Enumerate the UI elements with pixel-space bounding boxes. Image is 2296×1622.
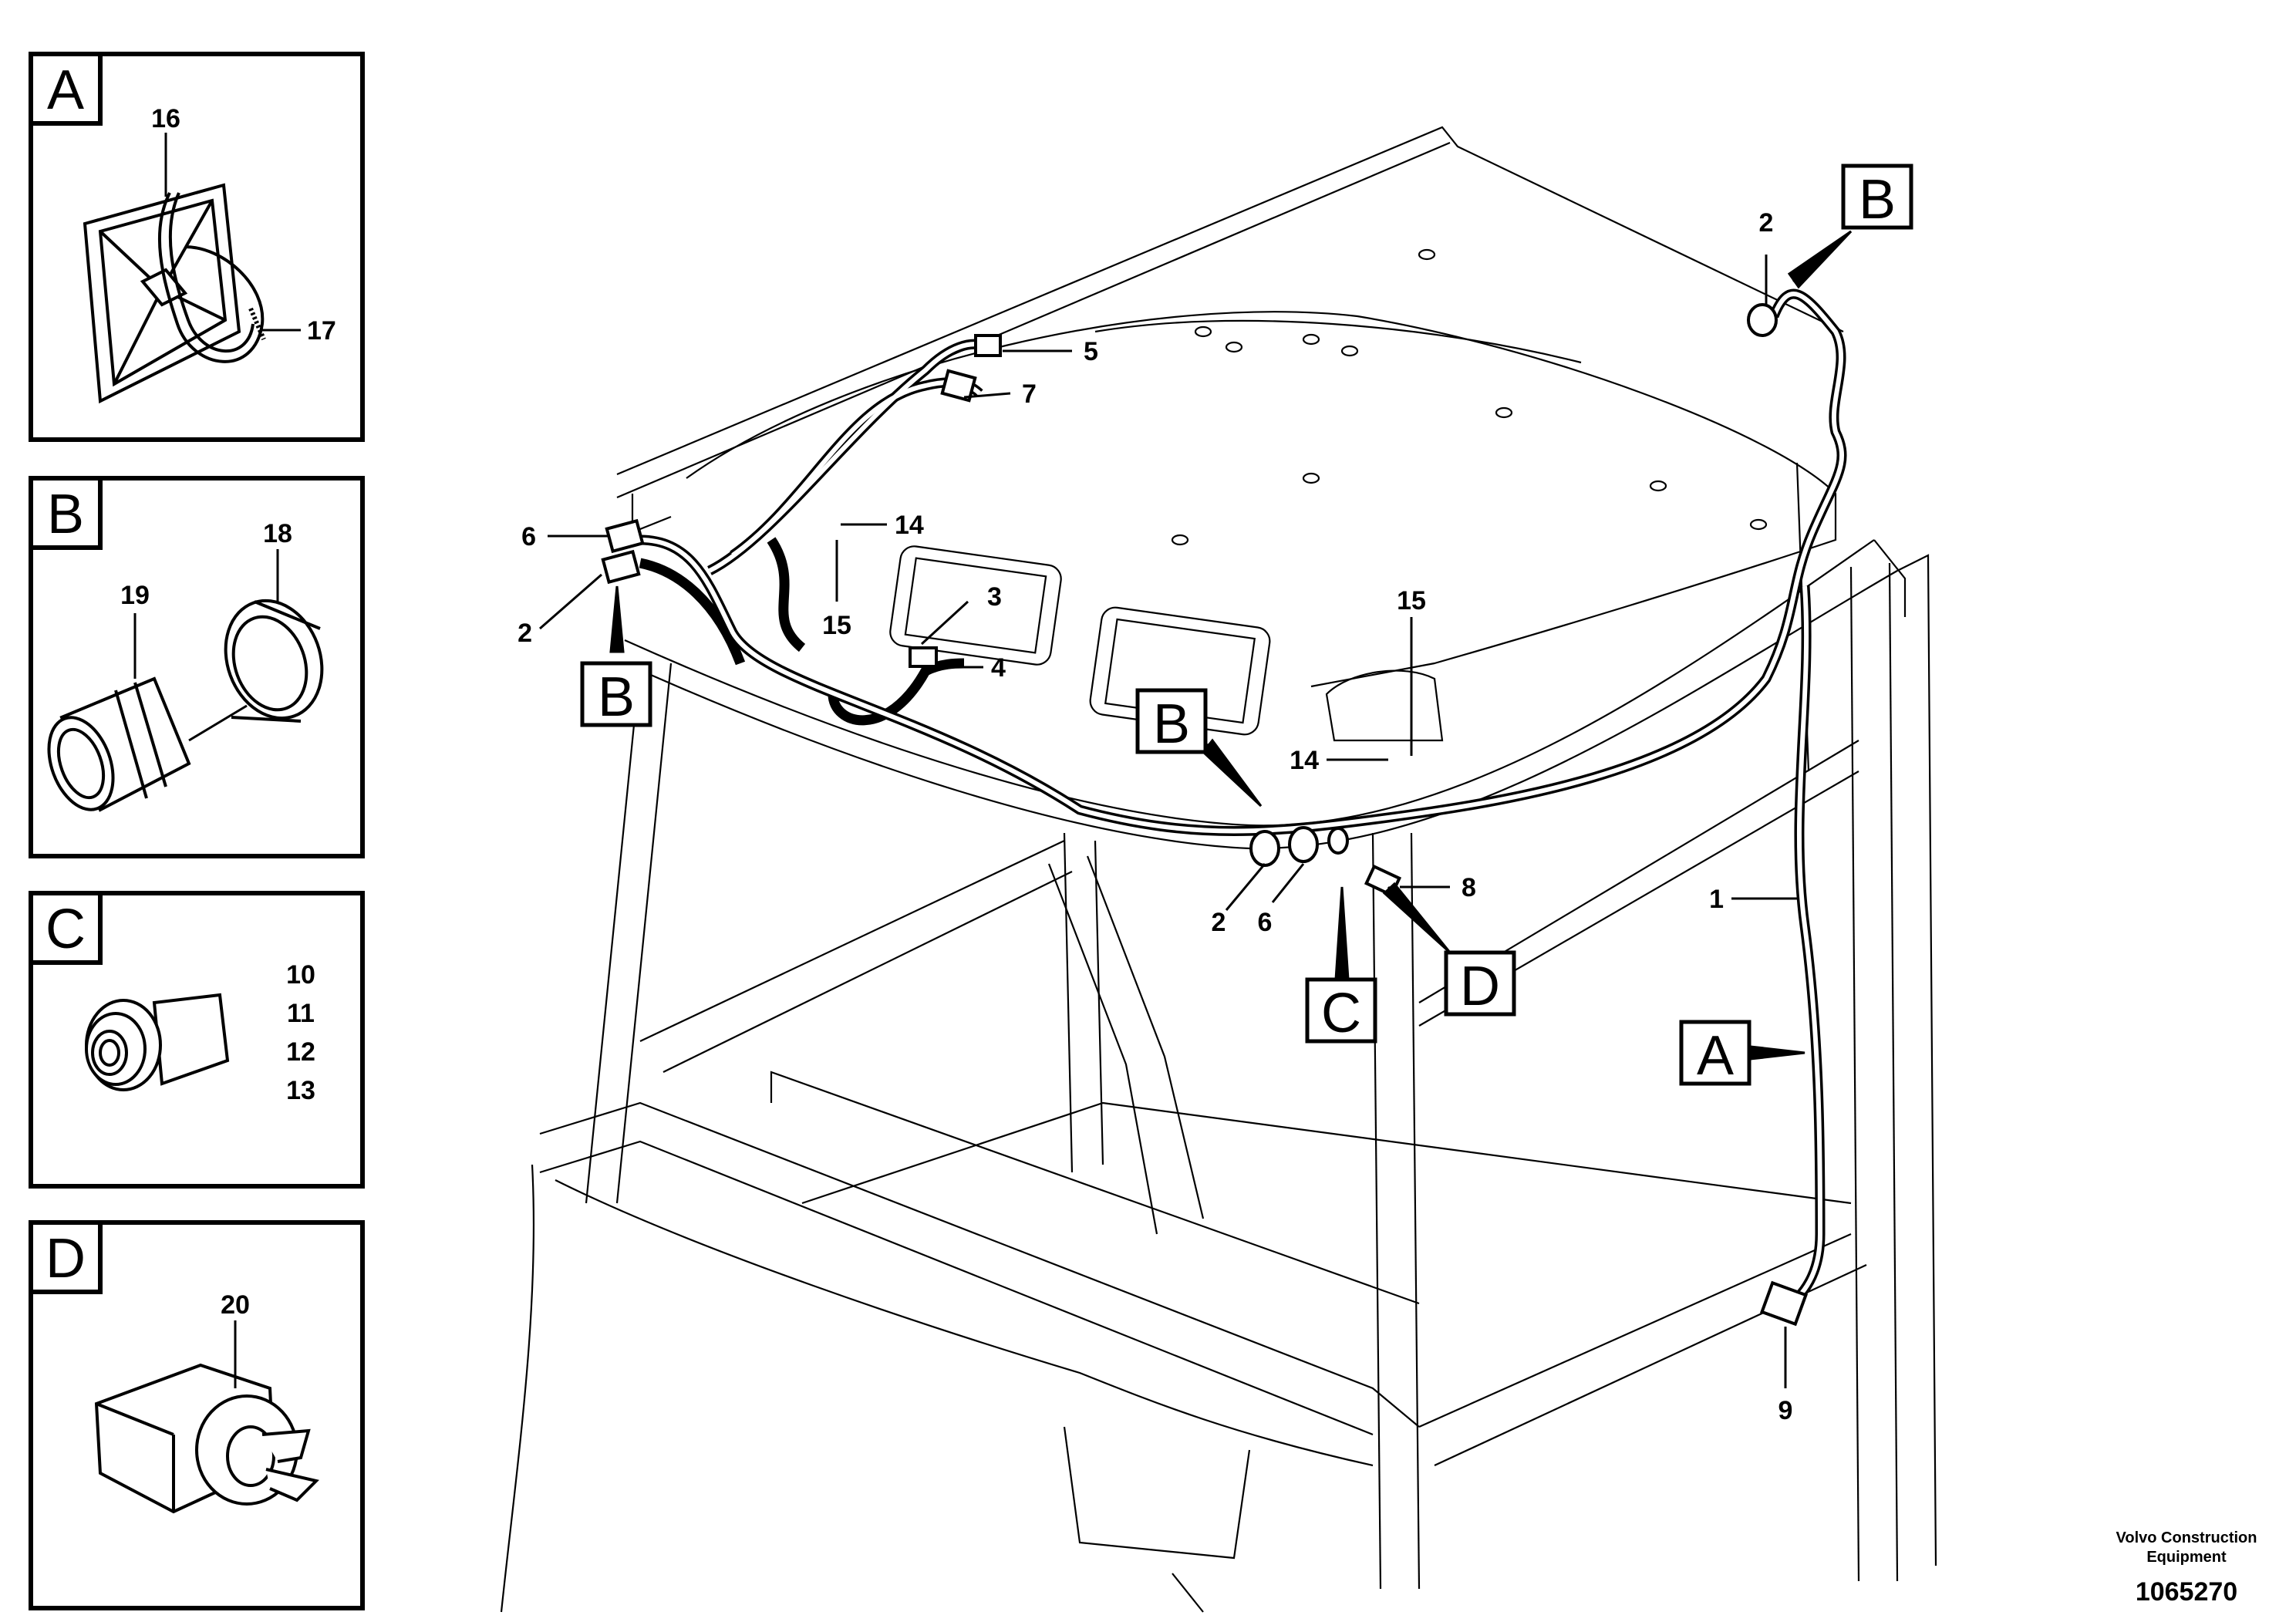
part-label-20: 20: [221, 1290, 250, 1320]
company-name-line2: Equipment: [2146, 1549, 2227, 1566]
detail-panel-b: B 18 19: [29, 476, 365, 858]
callout-2-center: 2: [1212, 908, 1226, 937]
company-name-line1: Volvo Construction: [2116, 1529, 2257, 1546]
part-label-17: 17: [307, 316, 336, 346]
detail-ref-b-left: B: [580, 661, 652, 728]
grommet-plug-icon: [85, 993, 230, 1091]
callout-leaders: [539, 255, 1797, 1388]
detail-panel-d-letter: D: [46, 1228, 86, 1290]
detail-panel-b-letter: B: [47, 484, 84, 545]
connector-ring-icon: [224, 599, 324, 723]
detail-ref-b-right: B: [1841, 164, 1913, 231]
callout-14-top: 14: [895, 511, 924, 540]
detail-panel-c: C 10 11 12 13: [29, 891, 365, 1189]
detail-ref-a: A: [1679, 1020, 1752, 1087]
detail-panel-a: A 16 17: [29, 52, 365, 442]
drawing-number: 1065270: [2136, 1577, 2237, 1607]
wiring-harness: [639, 288, 1847, 1316]
detail-panel-d: D 20: [29, 1220, 365, 1610]
detail-ref-d: D: [1444, 950, 1516, 1017]
svg-text:D: D: [1460, 956, 1500, 1017]
connector-housing-icon: [94, 1363, 319, 1514]
callout-4: 4: [991, 653, 1006, 683]
detail-pointers: [609, 230, 1853, 1061]
detail-ref-c: C: [1305, 977, 1377, 1044]
detail-panel-a-letter: A: [47, 59, 84, 121]
svg-text:B: B: [1153, 693, 1190, 755]
svg-text:C: C: [1321, 983, 1361, 1044]
callout-7: 7: [1022, 379, 1037, 409]
callout-3: 3: [987, 582, 1002, 612]
callout-5: 5: [1084, 337, 1098, 366]
callout-1: 1: [1709, 885, 1724, 914]
part-label-11: 11: [287, 999, 315, 1028]
connector-nut-icon: [47, 676, 191, 812]
part-label-19: 19: [120, 581, 150, 610]
part-label-10: 10: [286, 960, 315, 990]
part-label-18: 18: [263, 519, 292, 548]
detail-ref-b-center: B: [1135, 688, 1208, 755]
callout-2-left: 2: [518, 619, 532, 648]
callout-9: 9: [1778, 1396, 1793, 1425]
cab-frame-drawing: [500, 126, 1937, 1613]
callout-8: 8: [1462, 873, 1476, 902]
svg-text:B: B: [1859, 169, 1896, 231]
part-label-13: 13: [286, 1076, 315, 1105]
harness-connectors: [601, 303, 1809, 1327]
callout-6-left: 6: [521, 522, 536, 551]
cable-tie-mount-icon: [83, 183, 266, 404]
svg-text:A: A: [1697, 1025, 1734, 1087]
part-label-16: 16: [151, 104, 180, 133]
callout-6-center: 6: [1258, 908, 1273, 937]
detail-panel-c-letter: C: [46, 899, 86, 960]
callout-14-right: 14: [1290, 746, 1319, 775]
svg-text:B: B: [598, 666, 635, 728]
callout-15-right: 15: [1397, 586, 1426, 615]
callout-15-left: 15: [822, 611, 851, 640]
part-label-12: 12: [286, 1037, 315, 1067]
callout-2-right: 2: [1759, 208, 1774, 238]
